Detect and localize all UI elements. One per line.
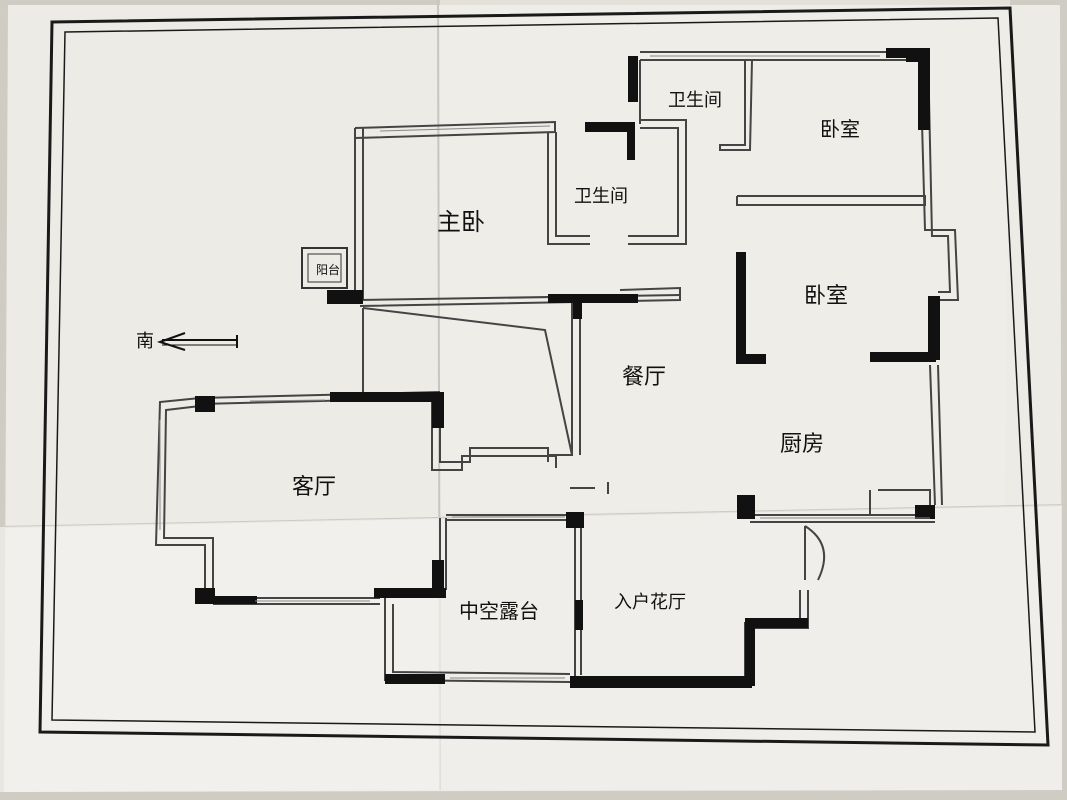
room-label-bedroom-top: 卧室 (820, 117, 860, 141)
room-label-living: 客厅 (292, 475, 336, 500)
room-label-bathroom-mid: 卫生间 (574, 186, 628, 207)
balcony-box (301, 247, 348, 289)
compass-south-label: 南 (136, 331, 154, 352)
windows (159, 55, 930, 679)
room-label-entry-garden-hall: 入户花厅 (614, 592, 686, 613)
room-label-bathroom-top: 卫生间 (668, 90, 722, 111)
room-label-dining: 餐厅 (622, 365, 666, 390)
room-label-balcony: 阳台 (316, 262, 340, 277)
room-label-master-bedroom: 主卧 (437, 208, 485, 236)
border-frame (38, 6, 1050, 747)
room-labels: 卫生间 卧室 卫生间 主卧 阳台 卧室 南 餐厅 厨房 客厅 中空露台 入户花厅 (136, 90, 860, 623)
room-label-kitchen: 厨房 (780, 432, 824, 457)
south-arrow (156, 332, 238, 351)
room-label-atrium-terrace: 中空露台 (459, 599, 539, 623)
room-label-bedroom-mid: 卧室 (804, 284, 848, 309)
thick-walls (195, 48, 940, 688)
